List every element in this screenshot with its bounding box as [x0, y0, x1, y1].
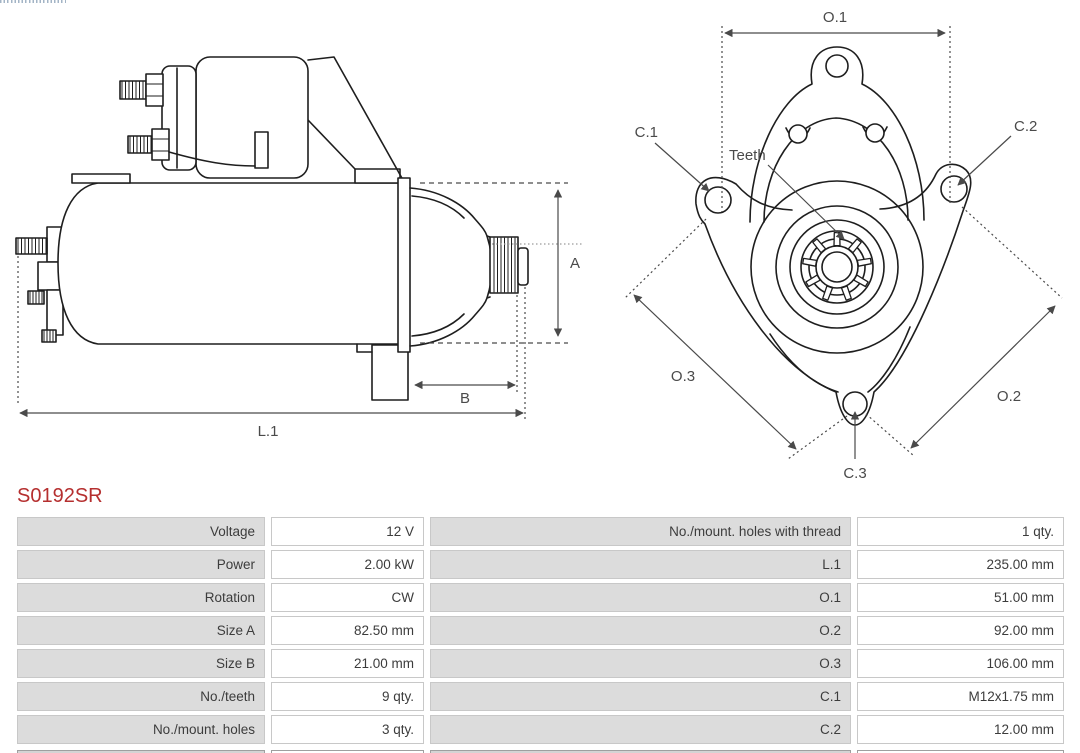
table-row: No./teeth 9 qty. C.1 M12x1.75 mm [17, 682, 1064, 711]
spec-label-left: Power [17, 550, 265, 579]
spec-label-right: O.2 [430, 616, 851, 645]
teeth-label: Teeth [729, 147, 766, 164]
table-row: No./mount. holes 3 qty. C.2 12.00 mm [17, 715, 1064, 744]
dim-label-b: B [460, 390, 470, 407]
dim-label-c1: C.1 [635, 124, 658, 141]
spec-table: Voltage 12 V No./mount. holes with threa… [17, 517, 1064, 748]
spec-value-left: 12 V [271, 517, 424, 546]
part-number: S0192SR [17, 485, 103, 507]
spec-label-left: No./mount. holes [17, 715, 265, 744]
spec-value-left: 2.00 kW [271, 550, 424, 579]
table-row: Rotation CW O.1 51.00 mm [17, 583, 1064, 612]
spec-label-right: L.1 [430, 550, 851, 579]
spec-label-right: No./mount. holes with thread [430, 517, 851, 546]
table-row: Power 2.00 kW L.1 235.00 mm [17, 550, 1064, 579]
side-view-dimensions [17, 182, 583, 420]
spec-value-left: 21.00 mm [271, 649, 424, 678]
spec-value-right: 1 qty. [857, 517, 1064, 546]
spec-label-left: No./teeth [17, 682, 265, 711]
spec-value-right: 51.00 mm [857, 583, 1064, 612]
barcode-sliver [0, 0, 66, 3]
front-view-drawing [695, 46, 972, 426]
dim-label-a: A [570, 255, 580, 272]
spec-value-right: 106.00 mm [857, 649, 1064, 678]
dim-label-o3: O.3 [671, 368, 695, 385]
table-row: Size A 82.50 mm O.2 92.00 mm [17, 616, 1064, 645]
next-row-sliver [17, 750, 1064, 753]
pinion-gear-teeth [802, 231, 872, 301]
spec-label-left: Size B [17, 649, 265, 678]
dim-label-o2: O.2 [997, 388, 1021, 405]
spec-value-left: 9 qty. [271, 682, 424, 711]
spec-value-right: 92.00 mm [857, 616, 1064, 645]
spec-value-right: 12.00 mm [857, 715, 1064, 744]
dim-label-c2: C.2 [1014, 118, 1037, 135]
spec-value-left: CW [271, 583, 424, 612]
spec-value-right: M12x1.75 mm [857, 682, 1064, 711]
spec-label-right: O.1 [430, 583, 851, 612]
table-row: Voltage 12 V No./mount. holes with threa… [17, 517, 1064, 546]
table-row: Size B 21.00 mm O.3 106.00 mm [17, 649, 1064, 678]
spec-label-right: O.3 [430, 649, 851, 678]
technical-drawing: A B L.1 [15, 9, 1063, 482]
spec-label-right: C.1 [430, 682, 851, 711]
spec-value-right: 235.00 mm [857, 550, 1064, 579]
dim-label-o1: O.1 [823, 9, 847, 26]
spec-label-right: C.2 [430, 715, 851, 744]
spec-label-left: Size A [17, 616, 265, 645]
spec-value-left: 82.50 mm [271, 616, 424, 645]
spec-value-left: 3 qty. [271, 715, 424, 744]
front-view-dimensions [623, 26, 1063, 460]
spec-label-left: Voltage [17, 517, 265, 546]
spec-label-left: Rotation [17, 583, 265, 612]
side-view-drawing [15, 56, 529, 401]
dim-label-l1: L.1 [258, 423, 279, 440]
dim-label-c3: C.3 [843, 465, 866, 482]
